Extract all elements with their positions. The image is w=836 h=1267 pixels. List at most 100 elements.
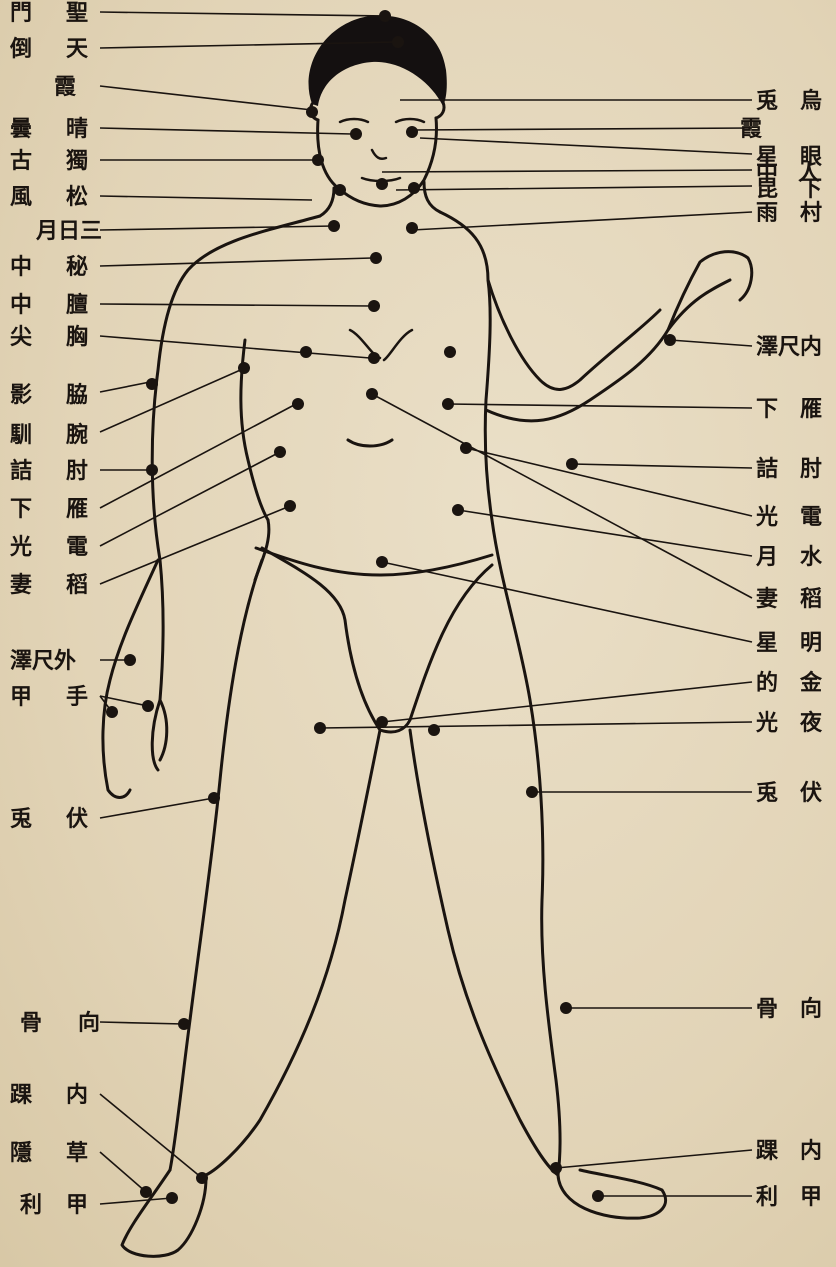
left-label-12-a: 詰 (10, 460, 32, 482)
acupoint-dot (306, 106, 318, 118)
left-label-1-a: 倒 (10, 38, 32, 60)
right-label-8-b: 肘 (800, 458, 822, 480)
acupoint-dot (376, 556, 388, 568)
right-label-7-b: 雁 (800, 398, 822, 420)
left-label-14-a: 光 (10, 536, 32, 558)
acupoint-dot (526, 786, 538, 798)
right-label-12-b: 明 (800, 632, 822, 654)
left-label-0-a: 門 (10, 2, 32, 24)
acupoint-dot (368, 352, 380, 364)
acupoint-dot (350, 128, 362, 140)
acupoint-dot (550, 1162, 562, 1174)
acupoint-dot (408, 182, 420, 194)
acupoint-dot (238, 362, 250, 374)
left-label-21-b: 草 (66, 1142, 88, 1164)
acupoint-dot (166, 1192, 178, 1204)
left-label-1-b: 天 (66, 38, 88, 60)
left-label-7-a: 中 (10, 256, 32, 278)
acupoint-dot (452, 504, 464, 516)
acupoint-dot (376, 716, 388, 728)
left-label-10-a: 影 (10, 384, 32, 406)
acupoint-dot (146, 464, 158, 476)
right-label-0-a: 兎 (756, 90, 778, 112)
left-label-22-a: 利 (20, 1194, 42, 1216)
right-label-15-a: 兎 (756, 782, 778, 804)
acupoint-dot (379, 10, 391, 22)
left-label-15-b: 稻 (66, 574, 88, 596)
acupoint-dot (444, 346, 456, 358)
left-label-14-b: 電 (66, 536, 88, 558)
right-label-16-a: 骨 (756, 998, 778, 1020)
acupoint-dot (370, 252, 382, 264)
left-label-15-a: 妻 (10, 574, 32, 596)
right-label-7-a: 下 (756, 398, 778, 420)
right-label-10-a: 月 (756, 546, 778, 568)
acupoint-dot (368, 300, 380, 312)
right-label-14-b: 夜 (800, 712, 822, 734)
acupoint-dot (208, 792, 220, 804)
right-label-6-a: 澤尺内 (756, 336, 822, 358)
right-label-5-b: 村 (800, 202, 822, 224)
acupoint-dot (460, 442, 472, 454)
left-label-19-b: 向 (78, 1012, 100, 1034)
right-label-14-a: 光 (756, 712, 778, 734)
left-label-12-b: 肘 (66, 460, 88, 482)
right-label-13-b: 金 (800, 672, 822, 694)
left-label-8-b: 膻 (66, 294, 88, 316)
left-label-20-b: 内 (66, 1084, 88, 1106)
right-label-11-a: 妻 (756, 588, 778, 610)
acupoint-dot (366, 388, 378, 400)
right-label-18-b: 甲 (800, 1186, 822, 1208)
right-label-17-b: 内 (800, 1140, 822, 1162)
left-label-8-a: 中 (10, 294, 32, 316)
right-label-12-a: 星 (756, 632, 778, 654)
left-label-9-a: 尖 (10, 326, 32, 348)
left-label-4-a: 古 (10, 150, 32, 172)
left-label-3-a: 曇 (10, 118, 32, 140)
left-label-16-a: 澤尺外 (10, 650, 76, 672)
acupoint-dot (428, 724, 440, 736)
left-label-7-b: 秘 (66, 256, 88, 278)
acupoint-dot (140, 1186, 152, 1198)
right-label-5-a: 雨 (756, 202, 778, 224)
acupoint-dot (284, 500, 296, 512)
right-label-18-a: 利 (756, 1186, 778, 1208)
left-label-10-b: 脇 (66, 384, 88, 406)
left-label-17-a: 甲 (10, 686, 32, 708)
left-label-5-b: 松 (66, 186, 88, 208)
right-label-4-b: 下 (800, 178, 822, 200)
right-label-16-b: 向 (800, 998, 822, 1020)
right-label-15-b: 伏 (800, 782, 822, 804)
acupoint-dot (106, 706, 118, 718)
right-label-1-a: 霞 (740, 118, 762, 140)
acupoint-dot (376, 178, 388, 190)
left-label-18-b: 伏 (66, 808, 88, 830)
acupoint-dot (142, 700, 154, 712)
acupoint-dot (592, 1190, 604, 1202)
left-label-11-b: 腕 (66, 424, 88, 446)
right-label-0-b: 烏 (800, 90, 822, 112)
left-label-6-b: 月日三 (36, 220, 102, 242)
left-label-2-b: 霞 (54, 76, 76, 98)
left-label-3-b: 晴 (66, 118, 88, 140)
left-label-13-a: 下 (10, 498, 32, 520)
acupoint-dot (300, 346, 312, 358)
right-label-9-b: 電 (800, 506, 822, 528)
acupoint-dot (560, 1002, 572, 1014)
acupoint-dot (312, 154, 324, 166)
acupoint-dot (292, 398, 304, 410)
left-label-5-a: 風 (10, 186, 32, 208)
right-label-11-b: 稻 (800, 588, 822, 610)
hair-shape (309, 15, 447, 106)
acupoint-dot (146, 378, 158, 390)
left-label-20-a: 踝 (10, 1084, 32, 1106)
right-label-17-a: 踝 (756, 1140, 778, 1162)
acupoint-dot (196, 1172, 208, 1184)
left-label-17-b: 手 (66, 686, 88, 708)
left-label-11-a: 馴 (10, 424, 32, 446)
left-label-13-b: 雁 (66, 498, 88, 520)
acupoint-dot (124, 654, 136, 666)
acupoint-dot (274, 446, 286, 458)
